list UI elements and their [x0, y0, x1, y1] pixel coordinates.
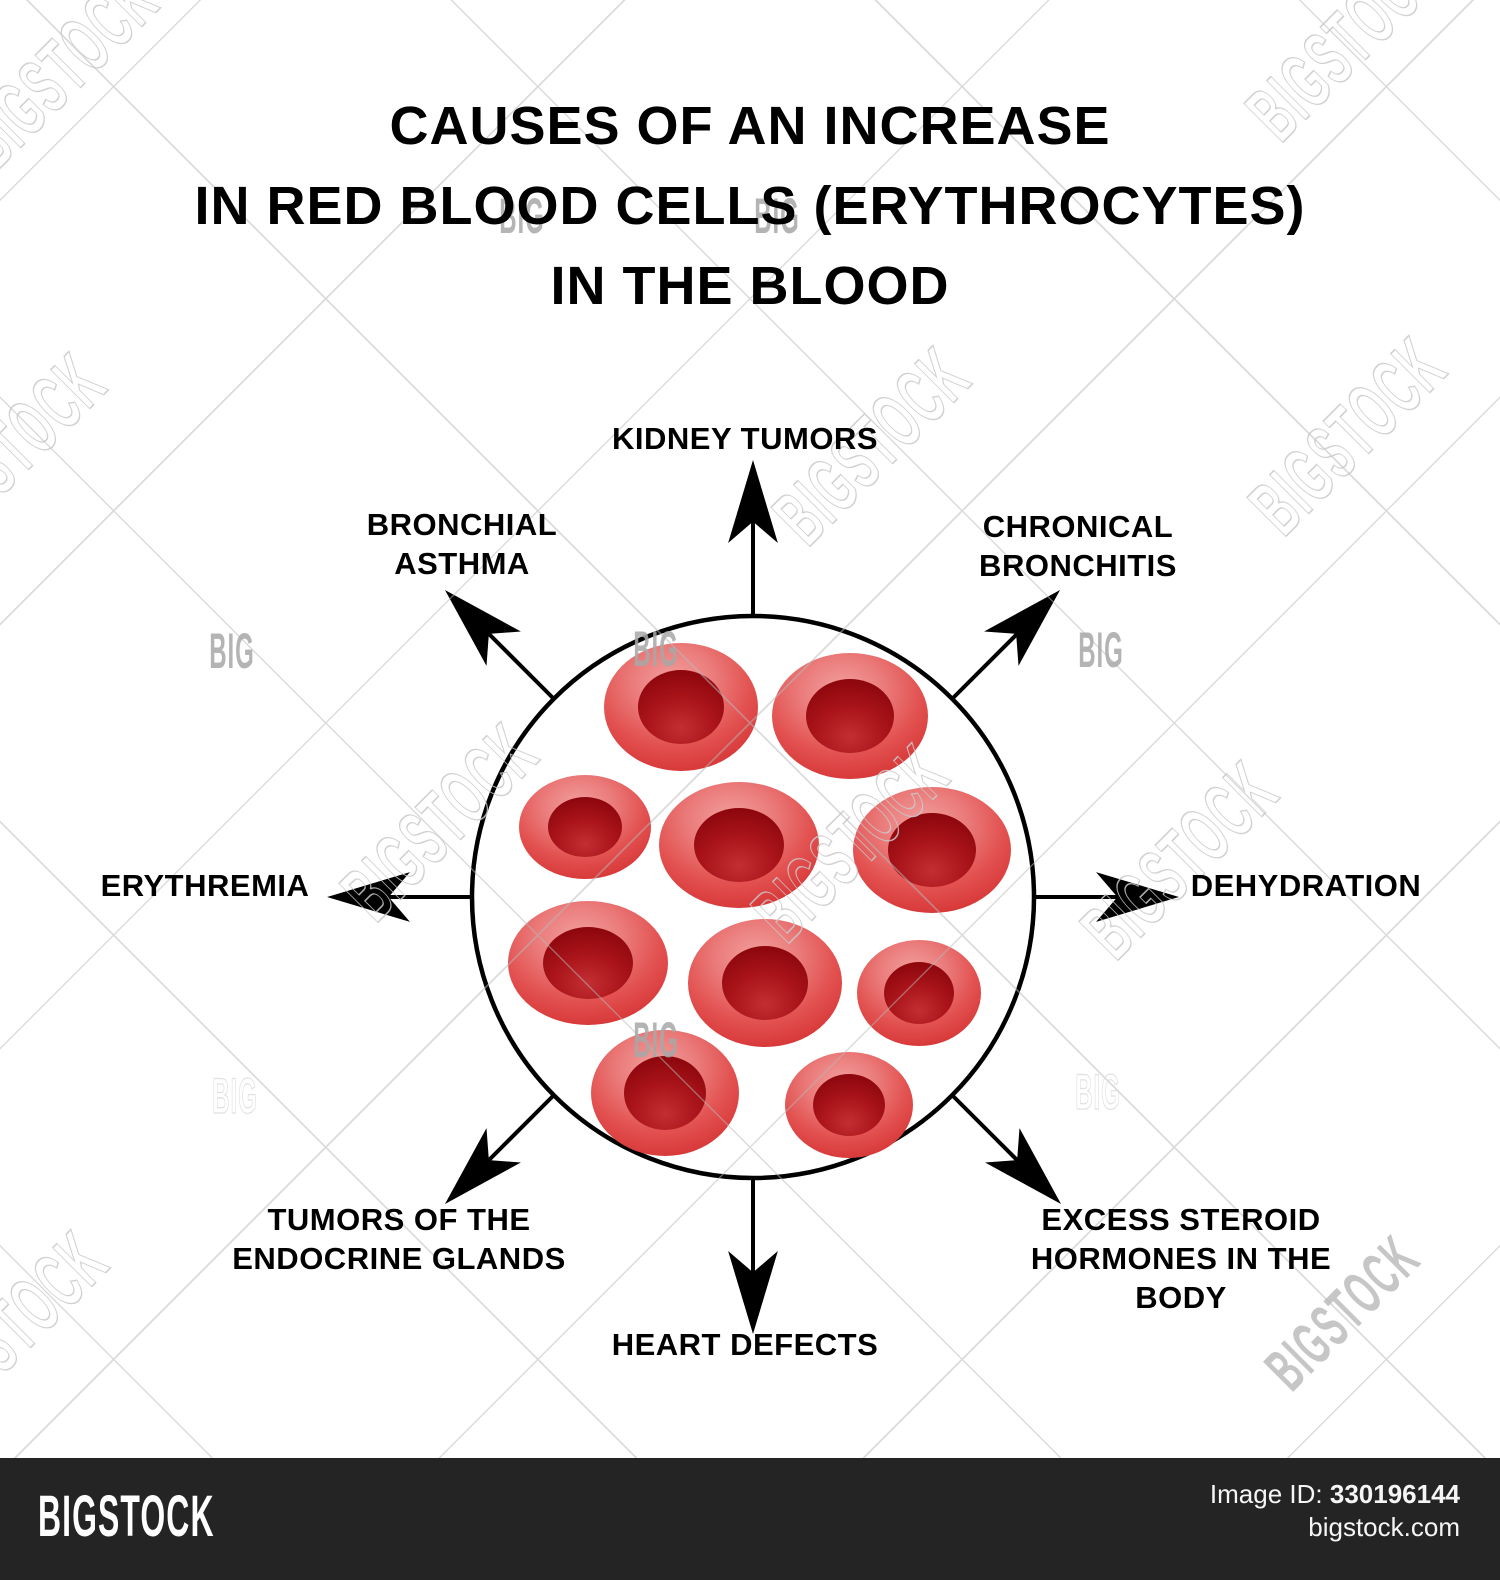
red-blood-cell-inner: [806, 679, 894, 753]
red-blood-cell-inner: [813, 1074, 885, 1136]
arrow-kidney-tumors: [728, 460, 778, 615]
cause-label-excess-steroid-hormones: EXCESS STEROID HORMONES IN THE BODY: [1030, 1202, 1332, 1315]
red-blood-cell-inner: [624, 1056, 706, 1130]
bigstock-logo: BIGSTOCK: [38, 1483, 215, 1549]
arrow-chronical-bronchitis: [951, 589, 1061, 700]
arrow-tumors-endocrine-glands: [444, 1094, 555, 1205]
footer-info: Image ID: 330196144 bigstock.com: [1210, 1478, 1460, 1544]
page-title: CAUSES OF AN INCREASE IN RED BLOOD CELLS…: [194, 96, 1306, 316]
image-id-value: 330196144: [1329, 1479, 1460, 1509]
cause-label-kidney-tumors: KIDNEY TUMORS: [611, 421, 879, 456]
arrow-erythremia: [327, 872, 471, 922]
red-blood-cell-inner: [888, 813, 976, 887]
cause-label-dehydration: DEHYDRATION: [1190, 868, 1422, 903]
red-blood-cell-inner: [638, 670, 724, 744]
cause-label-chronical-bronchitis: CHRONICAL BRONCHITIS: [979, 509, 1177, 583]
footer-bar: BIGSTOCK Image ID: 330196144 bigstock.co…: [0, 1458, 1500, 1580]
red-blood-cell-inner: [722, 946, 808, 1020]
arrow-excess-steroid-hormones: [951, 1094, 1062, 1205]
cause-label-erythremia: ERYTHREMIA: [100, 868, 310, 903]
red-blood-cell-inner: [694, 808, 784, 882]
cause-label-heart-defects: HEART DEFECTS: [611, 1327, 879, 1362]
image-id-line: Image ID: 330196144: [1210, 1478, 1460, 1511]
red-blood-cell-inner: [884, 962, 954, 1024]
site-url: bigstock.com: [1308, 1512, 1460, 1542]
red-blood-cell-inner: [548, 797, 622, 857]
arrow-bronchial-asthma: [444, 589, 555, 700]
cause-label-bronchial-asthma: BRONCHIAL ASTHMA: [366, 507, 558, 581]
arrow-dehydration: [1035, 872, 1179, 922]
arrow-heart-defects: [728, 1179, 778, 1334]
image-id-label: Image ID:: [1209, 1479, 1323, 1509]
red-blood-cell-inner: [543, 927, 633, 999]
cause-label-tumors-endocrine-glands: TUMORS OF THE ENDOCRINE GLANDS: [232, 1202, 566, 1276]
